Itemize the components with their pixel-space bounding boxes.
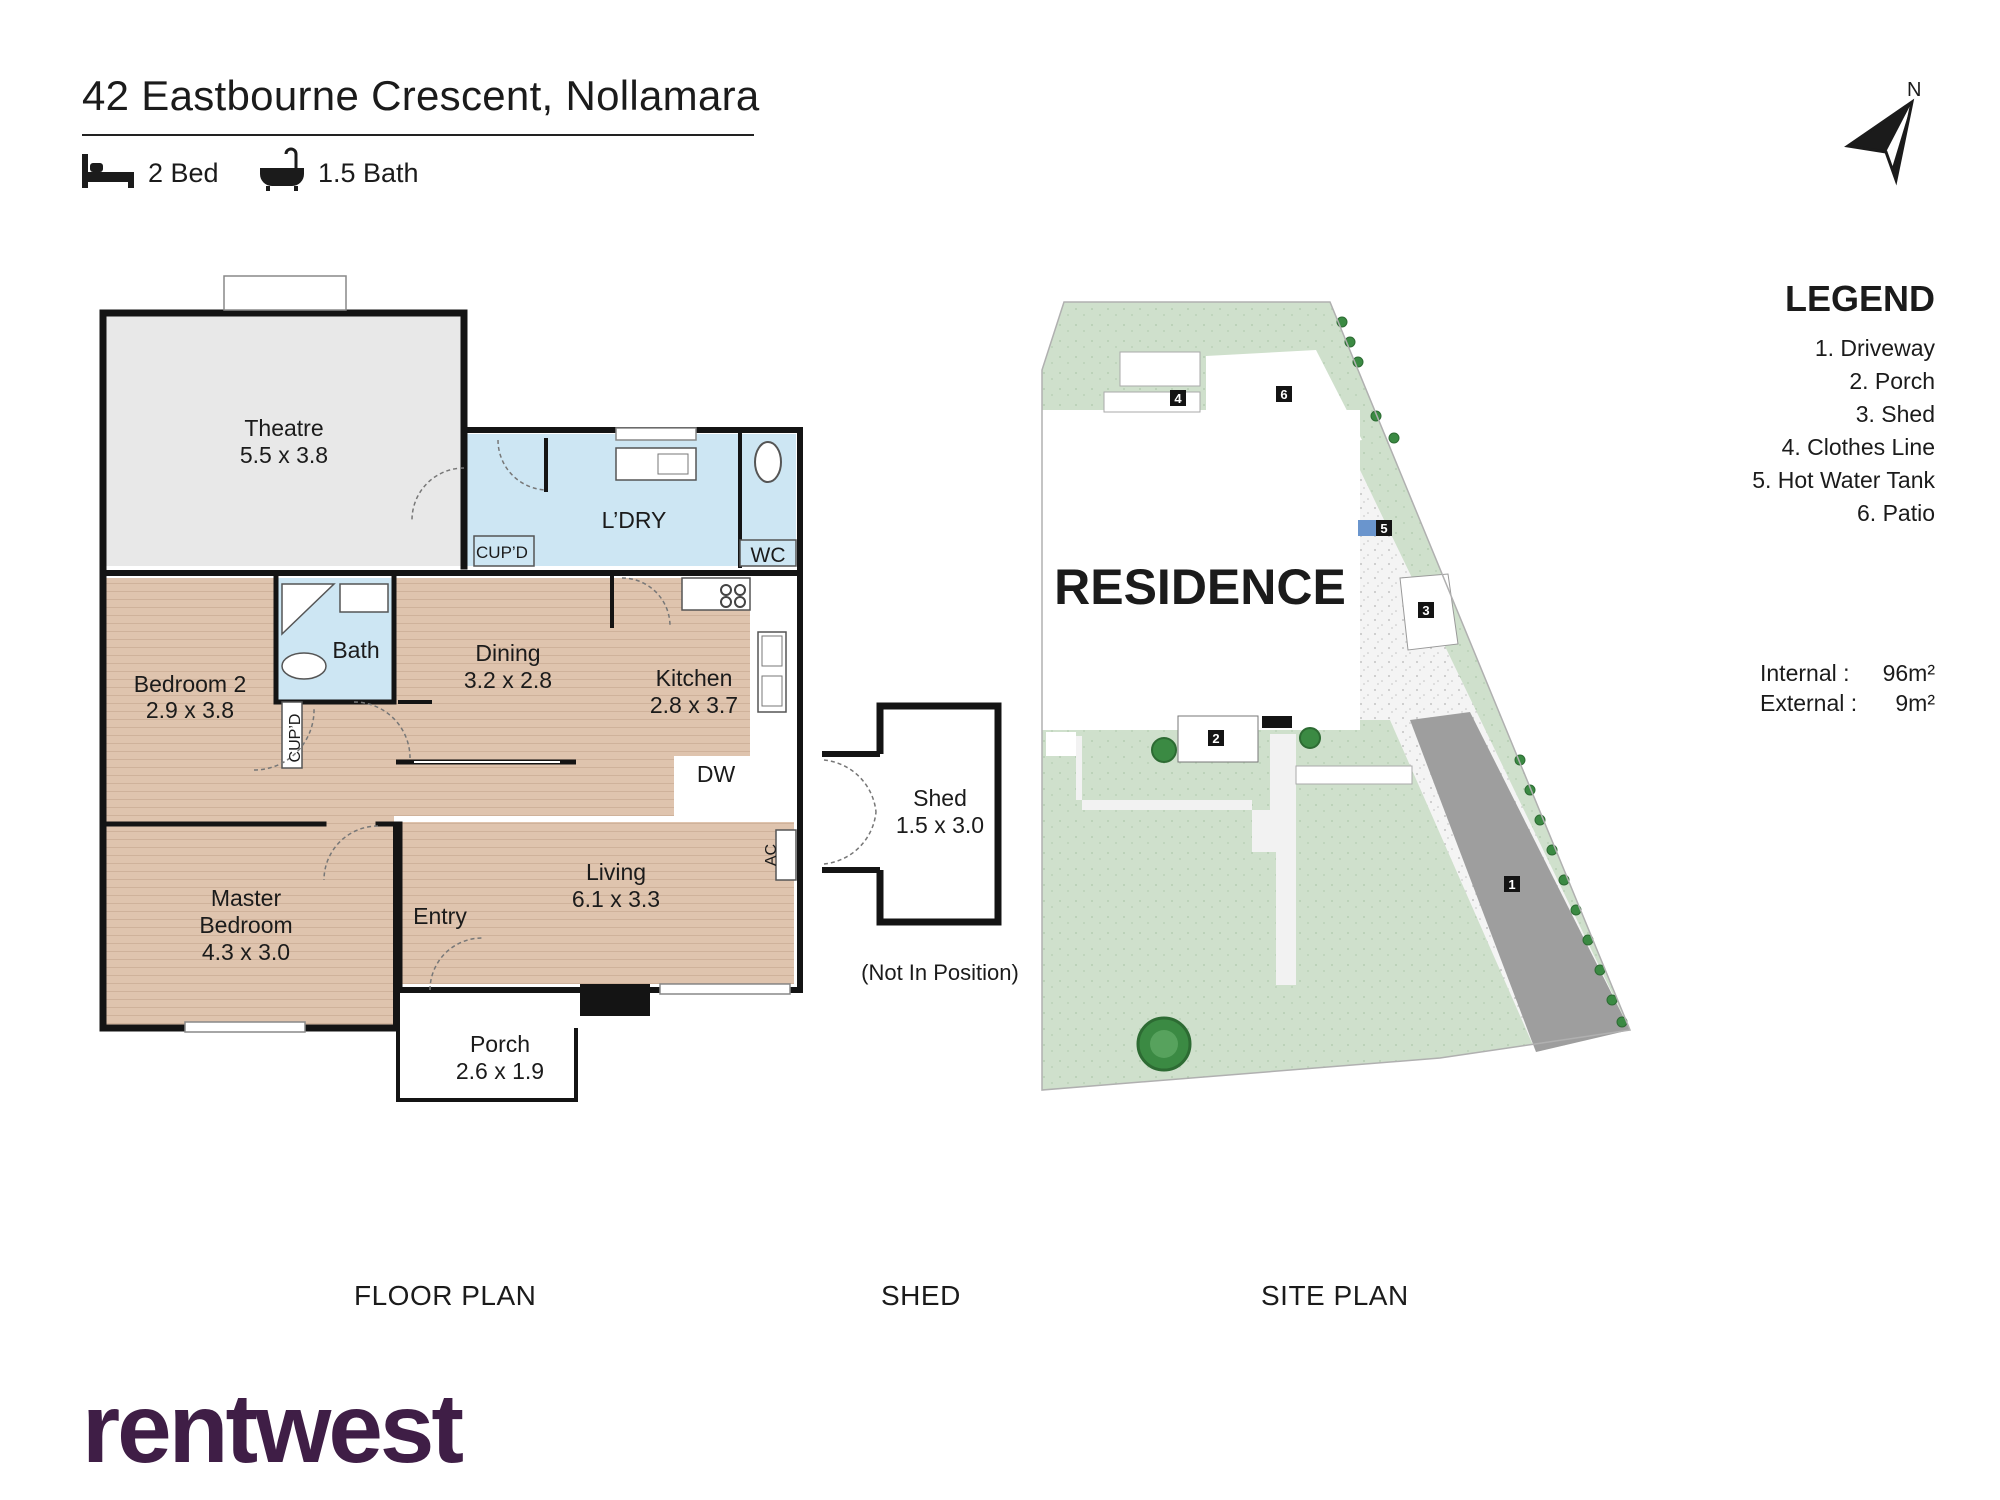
living-dims: 6.1 x 3.3 (572, 886, 660, 912)
porch-dims: 2.6 x 1.9 (456, 1058, 544, 1084)
site-marker-5: 5 (1380, 521, 1387, 536)
site-plan-drawing (1041, 301, 1632, 1091)
north-label: N (1907, 80, 1921, 101)
living-floor-lower (400, 826, 794, 984)
external-area-value: 9m² (1895, 690, 1935, 716)
bedroom2-label: Bedroom 2 (134, 671, 247, 697)
laundry-cupboard-label: CUP’D (476, 543, 528, 562)
dining-dims: 3.2 x 2.8 (464, 667, 552, 693)
internal-area-value: 96m² (1882, 660, 1935, 686)
legend-item-porch: 2. Porch (1849, 368, 1935, 394)
rentwest-logo: rentwest (82, 1373, 464, 1483)
wc-label: WC (751, 544, 786, 567)
site-marker-2: 2 (1212, 731, 1219, 746)
property-address-title: 42 Eastbourne Crescent, Nollamara (82, 72, 760, 119)
master-floor (106, 826, 396, 1026)
legend-item-clothes-line: 4. Clothes Line (1781, 434, 1935, 460)
shed-dims: 1.5 x 3.0 (896, 812, 984, 838)
internal-area-label: Internal : (1760, 660, 1850, 686)
shed-drawing (822, 702, 1002, 926)
legend-item-driveway: 1. Driveway (1814, 335, 1935, 361)
dishwasher-label: DW (697, 761, 736, 787)
shed-position-note: (Not In Position) (861, 960, 1019, 985)
laundry-label: L’DRY (602, 507, 667, 533)
bed-count: 2 Bed (148, 158, 219, 188)
north-arrow-icon: N (1844, 80, 1921, 186)
dining-label: Dining (475, 640, 540, 666)
floor-plan-section-label: FLOOR PLAN (354, 1280, 537, 1311)
bath-count: 1.5 Bath (318, 158, 419, 188)
residence-footprint (1042, 410, 1360, 730)
ac-label: AC (763, 844, 780, 866)
external-area-label: External : (1760, 690, 1858, 716)
entry-label: Entry (413, 903, 467, 929)
bed-icon (82, 154, 134, 188)
shed-section-label: SHED (881, 1280, 961, 1311)
shed-label: Shed (913, 785, 967, 811)
master-label-line2: Bedroom (199, 912, 292, 938)
dw-area (674, 756, 794, 818)
kitchen-label: Kitchen (656, 665, 733, 691)
living-label: Living (586, 859, 646, 885)
site-marker-1: 1 (1508, 877, 1515, 892)
theatre-label: Theatre (244, 415, 323, 441)
legend-title: LEGEND (1784, 278, 1935, 319)
title-underline (82, 134, 754, 136)
kitchen-dims: 2.8 x 3.7 (650, 692, 738, 718)
legend-item-hot-water-tank: 5. Hot Water Tank (1752, 467, 1935, 493)
site-marker-3: 3 (1422, 603, 1429, 618)
bathtub-icon (260, 147, 304, 191)
site-plan-section-label: SITE PLAN (1261, 1280, 1409, 1311)
legend-item-patio: 6. Patio (1857, 500, 1935, 526)
site-marker-6: 6 (1280, 387, 1287, 402)
bedroom2-floor (106, 578, 276, 822)
hall-cupboard-label: CUP’D (287, 714, 304, 763)
porch-label: Porch (470, 1031, 530, 1057)
bedroom2-dims: 2.9 x 3.8 (146, 697, 234, 723)
master-dims: 4.3 x 3.0 (202, 939, 290, 965)
master-label-line1: Master (211, 885, 282, 911)
legend-item-shed: 3. Shed (1855, 401, 1935, 427)
bath-label: Bath (332, 637, 379, 663)
theatre-dims: 5.5 x 3.8 (240, 442, 328, 468)
residence-label: RESIDENCE (1054, 559, 1346, 615)
porch-floor (398, 990, 576, 1100)
site-marker-4: 4 (1174, 391, 1182, 406)
theatre-floor (106, 316, 464, 566)
